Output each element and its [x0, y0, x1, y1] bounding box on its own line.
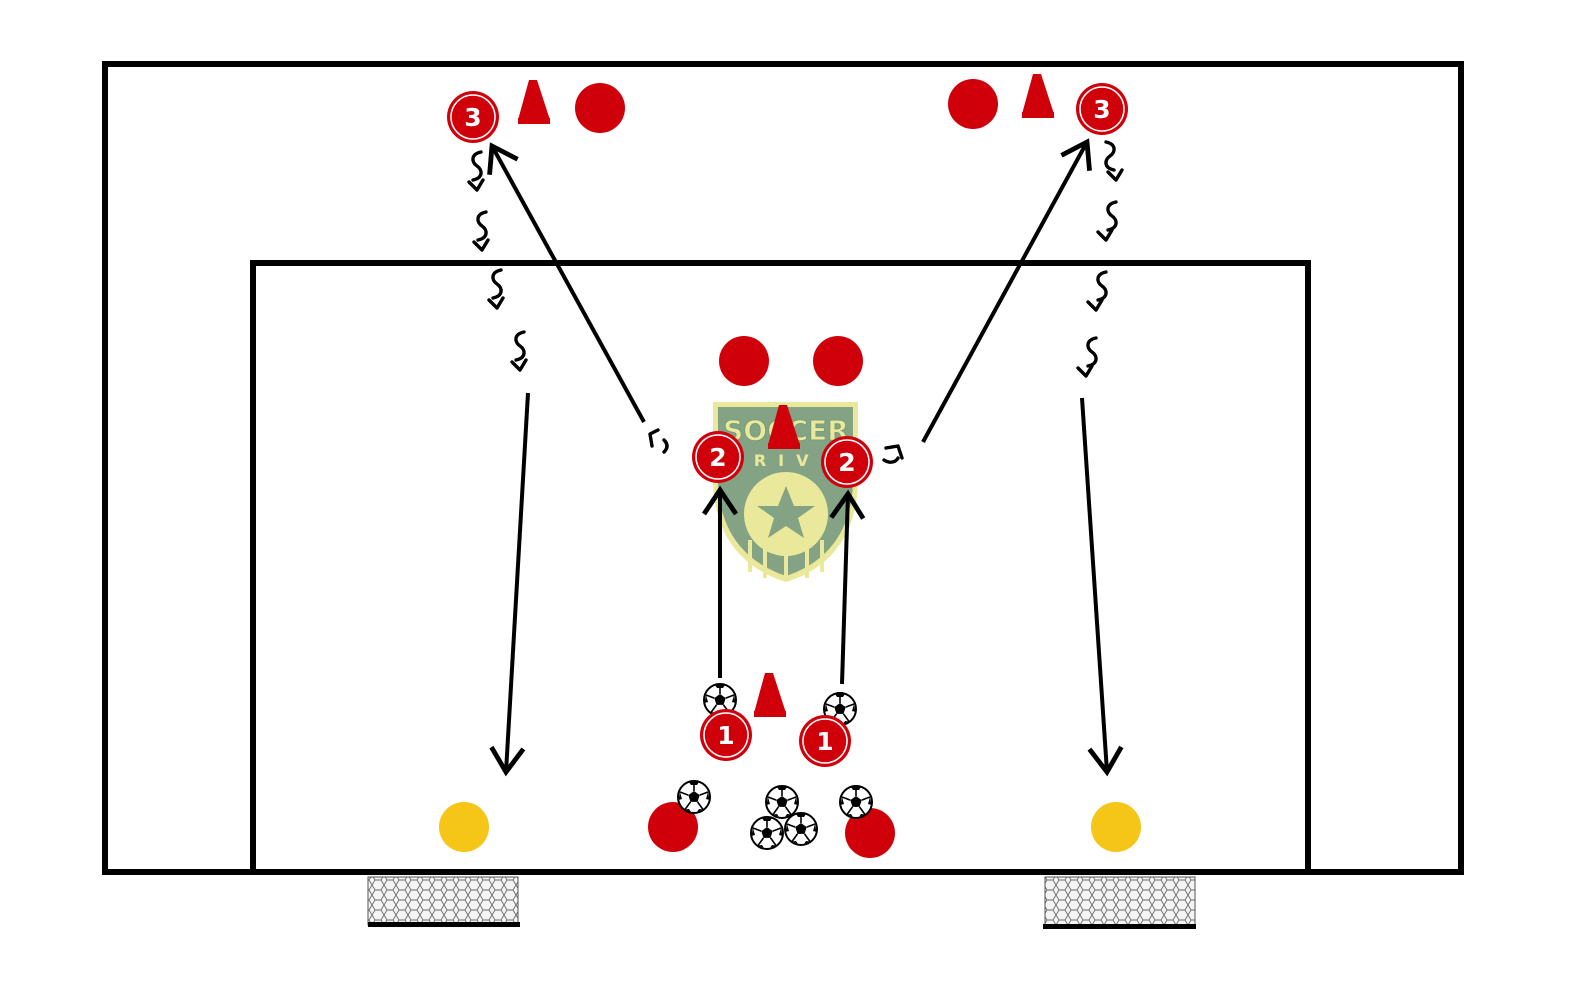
svg-text:3: 3 — [1093, 95, 1110, 124]
pass-arrow-right-down — [1080, 397, 1124, 777]
logo-word-bottom: DRIVE — [729, 451, 844, 470]
player-2-left: 2 — [692, 431, 744, 483]
player-plain — [948, 79, 998, 129]
dribble-path-right — [1076, 140, 1124, 378]
svg-text:3: 3 — [464, 103, 481, 132]
cone-icon — [754, 673, 786, 717]
cone-icon — [518, 80, 550, 124]
goal-net-icon — [1043, 876, 1196, 929]
player-plain — [575, 83, 625, 133]
svg-text:2: 2 — [709, 443, 726, 472]
player-plain — [648, 802, 698, 852]
svg-text:2: 2 — [838, 448, 855, 477]
dribble-turn-left — [648, 428, 669, 454]
target-marker — [1091, 802, 1141, 852]
player-2-right: 2 — [821, 436, 873, 488]
target-marker — [439, 802, 489, 852]
soccer-ball-icon — [839, 785, 873, 819]
pass-arrow-left-to-3 — [487, 142, 646, 423]
pass-arrow-right-to-3 — [921, 138, 1092, 443]
soccer-ball-icon — [750, 816, 784, 850]
player-1-left: 1 — [700, 709, 752, 761]
player-plain — [813, 336, 863, 386]
soccer-ball-icon — [765, 785, 799, 819]
player-3-right: 3 — [1076, 83, 1128, 135]
svg-text:1: 1 — [816, 727, 833, 756]
cone-icon — [1022, 74, 1054, 118]
soccer-ball-icon — [677, 780, 711, 814]
soccer-ball-icon — [784, 812, 818, 846]
pass-arrow-1-right-up — [829, 489, 866, 685]
dribble-path-left — [467, 150, 528, 372]
player-plain — [845, 808, 895, 858]
player-3-left: 3 — [447, 91, 499, 143]
player-1-right: 1 — [799, 715, 851, 767]
svg-text:1: 1 — [717, 721, 734, 750]
pass-arrow-left-down — [489, 392, 530, 777]
dribble-turn-right — [882, 444, 904, 464]
player-plain — [719, 336, 769, 386]
goal-net-icon — [367, 876, 520, 927]
penalty-area — [250, 260, 1311, 875]
